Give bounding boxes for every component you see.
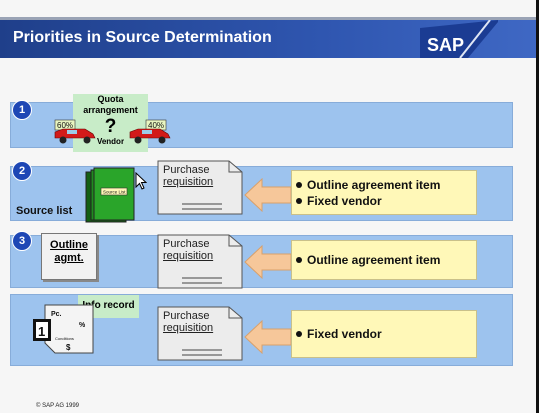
priority-number-2: 2 xyxy=(12,161,32,181)
top-rule xyxy=(0,17,539,20)
card-percent-text: % xyxy=(79,322,86,329)
page-title: Priorities in Source Determination xyxy=(13,29,272,46)
doc-line1: Purchase xyxy=(163,310,210,322)
left-arrow-icon-2 xyxy=(244,245,292,279)
source-list-binder-icon: Source List xyxy=(85,167,135,223)
card-one-text: 1 xyxy=(38,324,45,339)
card-conditions-text: Conditions xyxy=(55,336,74,341)
copyright-footer: © SAP AG 1999 xyxy=(36,403,80,409)
source-options-box-4: Fixed vendor xyxy=(291,310,477,358)
bullet-icon xyxy=(296,331,302,337)
quota-label-line1: Quota xyxy=(97,94,124,104)
left-arrow-icon-1 xyxy=(244,178,292,212)
doc-line2: requisition xyxy=(163,322,214,334)
bullet-icon xyxy=(296,182,302,188)
car-left-icon: 60% xyxy=(54,119,96,144)
sap-logo-text: SAP xyxy=(427,35,464,55)
car-right-icon: 40% xyxy=(129,119,171,144)
quota-question-mark: ? xyxy=(104,116,117,137)
window-edge xyxy=(536,0,539,413)
doc-line1: Purchase xyxy=(163,238,210,250)
purchase-requisition-doc-2 xyxy=(157,234,243,289)
purchase-requisition-doc-1 xyxy=(157,160,243,215)
card-dollar-text: $ xyxy=(66,343,71,352)
doc-line1: Purchase xyxy=(163,164,210,176)
doc-line2: requisition xyxy=(163,176,214,188)
vendor-label: Vendor xyxy=(96,137,125,146)
option-fixed-vendor: Fixed vendor xyxy=(307,194,382,208)
bullet-icon xyxy=(296,198,302,204)
option-fixed-vendor: Fixed vendor xyxy=(307,327,382,341)
source-options-box-2: Outline agreement item Fixed vendor xyxy=(291,170,477,215)
purchase-requisition-doc-3 xyxy=(157,306,243,361)
doc-line2: requisition xyxy=(163,250,214,262)
binder-label: Source List xyxy=(103,190,126,195)
outline-line1: Outline xyxy=(50,239,88,251)
outline-line2: agmt. xyxy=(54,252,84,264)
quota-percent-right: 40% xyxy=(148,121,164,130)
info-record-card-icon: Pc. % Conditions $ 1 xyxy=(33,304,94,354)
card-pc-text: Pc. xyxy=(51,311,62,318)
quota-percent-left: 60% xyxy=(57,121,73,130)
option-outline-agreement-item: Outline agreement item xyxy=(307,253,441,267)
source-options-box-3: Outline agreement item xyxy=(291,240,477,280)
left-arrow-icon-3 xyxy=(244,320,292,354)
mouse-cursor-icon xyxy=(135,172,147,190)
quota-label-line2: arrangement xyxy=(83,105,138,115)
source-list-label: Source list xyxy=(16,205,73,217)
priority-number-3: 3 xyxy=(12,231,32,251)
bullet-icon xyxy=(296,257,302,263)
outline-agreement-card: Outline agmt. xyxy=(41,233,97,280)
sap-logo: SAP xyxy=(420,20,498,58)
priority-number-1: 1 xyxy=(12,100,32,120)
option-outline-agreement-item: Outline agreement item xyxy=(307,178,441,192)
